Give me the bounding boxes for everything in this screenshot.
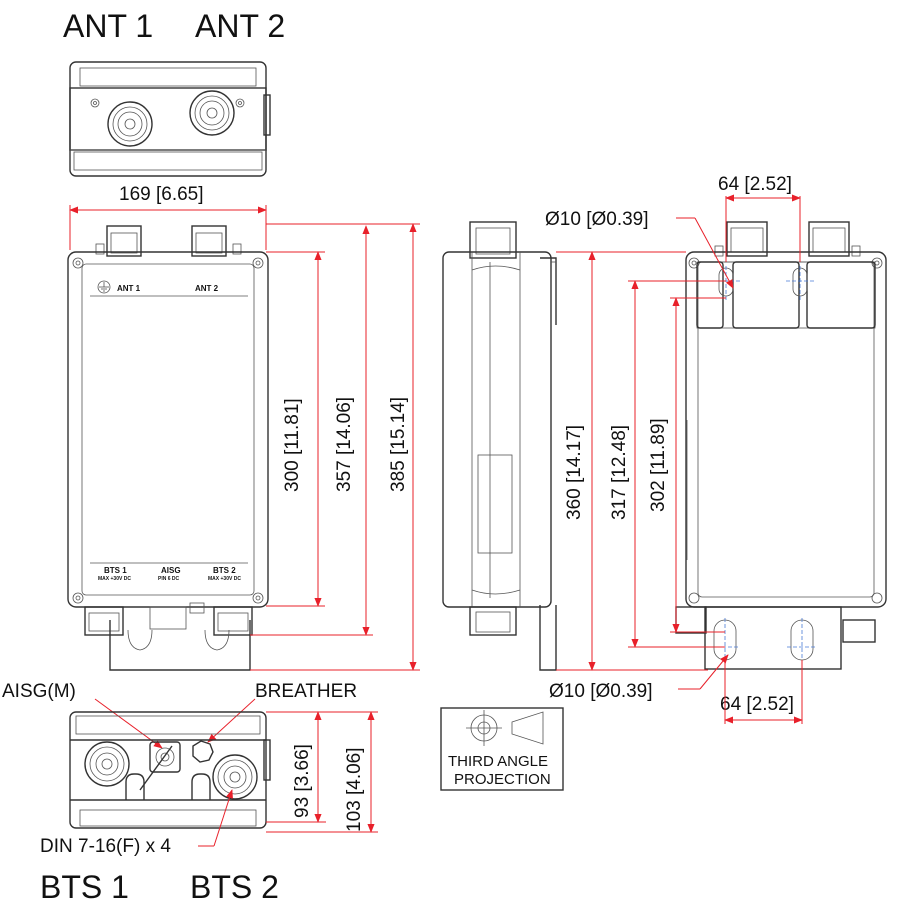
dim-302: 302 [11.89] <box>648 418 669 512</box>
callout-din: DIN 7-16(F) x 4 <box>40 836 171 857</box>
dim-103: 103 [4.06] <box>344 747 365 832</box>
dim-317: 317 [12.48] <box>609 425 630 520</box>
third-angle-projection-symbol: THIRD ANGLE PROJECTION <box>440 707 564 791</box>
dim-hole-bottom: Ø10 [Ø0.39] <box>549 681 653 702</box>
label-bts-2: BTS 2 <box>190 869 279 905</box>
aisg-connector <box>149 741 181 773</box>
hole-top-leader <box>694 217 734 289</box>
dim-300: 300 [11.81] <box>282 398 303 492</box>
dim-hole-top: Ø10 [Ø0.39] <box>545 209 649 230</box>
label-ant-1: ANT 1 <box>63 8 153 44</box>
top-view <box>69 61 271 177</box>
front-view: ANT 1 ANT 2 BTS 1 MAX +30V DC AISG PIN 6… <box>67 225 269 671</box>
side-view <box>442 221 557 671</box>
panel-label-bts-2: BTS 2 <box>213 566 236 575</box>
dim-64-top: 64 [2.52] <box>718 174 792 195</box>
panel-label-aisg-pin: PIN 6 DC <box>158 576 180 582</box>
dim-93: 93 [3.66] <box>292 744 313 818</box>
dim-385: 385 [15.14] <box>388 397 409 492</box>
dim-357: 357 [14.06] <box>334 397 355 492</box>
panel-label-bts-2-max: MAX +30V DC <box>208 576 241 582</box>
label-ant-2: ANT 2 <box>195 8 285 44</box>
dim-360: 360 [14.17] <box>564 425 585 520</box>
callout-aisg: AISG(M) <box>2 681 76 702</box>
breather-leader <box>207 698 256 743</box>
panel-label-ant-1: ANT 1 <box>117 284 141 293</box>
panel-label-bts-1-max: MAX +30V DC <box>98 576 131 582</box>
ant-2-connector <box>189 90 235 136</box>
hole-bottom-leader <box>699 654 729 690</box>
label-bts-1: BTS 1 <box>40 869 129 905</box>
dim-64-bottom: 64 [2.52] <box>720 694 794 715</box>
din-leader <box>213 789 233 847</box>
bottom-view <box>69 711 271 829</box>
bts-2-connector <box>212 754 258 800</box>
breather-vent <box>192 740 214 763</box>
panel-label-ant-2: ANT 2 <box>195 284 219 293</box>
ant-1-connector <box>107 101 153 147</box>
callout-breather: BREATHER <box>255 681 357 702</box>
back-view <box>675 221 887 670</box>
dim-width-front: 169 [6.65] <box>119 184 204 205</box>
panel-label-aisg: AISG <box>161 566 181 575</box>
bts-1-connector <box>84 741 130 787</box>
panel-label-bts-1: BTS 1 <box>104 566 127 575</box>
projection-line-2: PROJECTION <box>454 771 551 788</box>
ground-icon <box>97 280 111 294</box>
projection-line-1: THIRD ANGLE <box>448 753 548 770</box>
